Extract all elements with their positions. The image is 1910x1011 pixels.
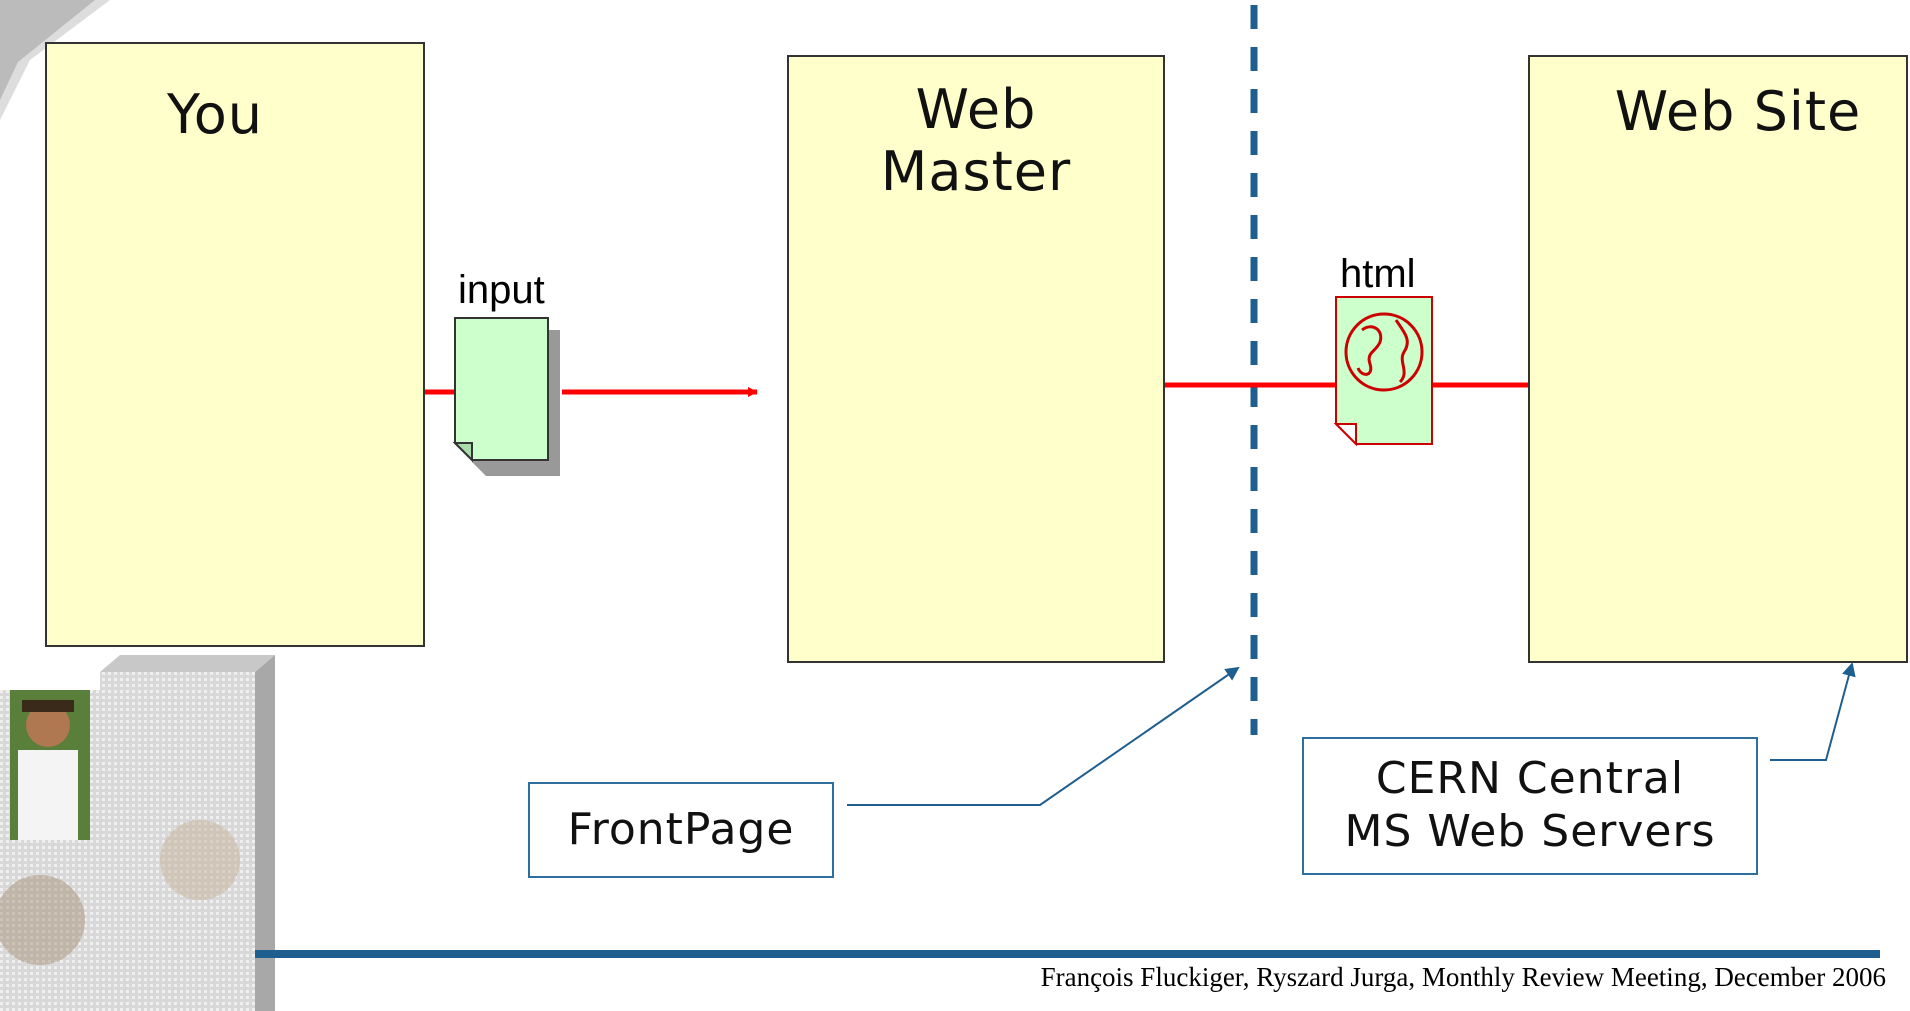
servers-callout-line2: MS Web Servers [1344, 805, 1716, 857]
you-label: You [166, 83, 264, 146]
servers-callout: CERN Central MS Web Servers [1302, 737, 1758, 875]
globe-icon [1344, 312, 1424, 392]
photo-collage [0, 655, 275, 1011]
footer-credit: François Fluckiger, Ryszard Jurga, Month… [1040, 962, 1886, 992]
servers-connector [1770, 662, 1856, 761]
frontpage-callout: FrontPage [528, 782, 834, 878]
you-box: You [45, 42, 425, 647]
html-document-icon [1333, 296, 1433, 447]
html-label: html [1340, 252, 1416, 296]
website-label: Web Site [1614, 80, 1862, 143]
corner-decoration [0, 0, 110, 120]
input-document-icon [452, 317, 560, 476]
webmaster-label-line1: Web [915, 78, 1037, 141]
webmaster-label: Web Master [789, 78, 1163, 204]
website-box: Web Site [1528, 55, 1908, 663]
frontpage-connector [847, 666, 1240, 806]
webmaster-box: Web Master [787, 55, 1165, 663]
webmaster-label-line2: Master [880, 140, 1072, 204]
frontpage-callout-label: FrontPage [567, 804, 795, 855]
servers-callout-line1: CERN Central [1375, 753, 1685, 804]
footer-rule [255, 950, 1880, 958]
input-label: input [458, 268, 545, 312]
